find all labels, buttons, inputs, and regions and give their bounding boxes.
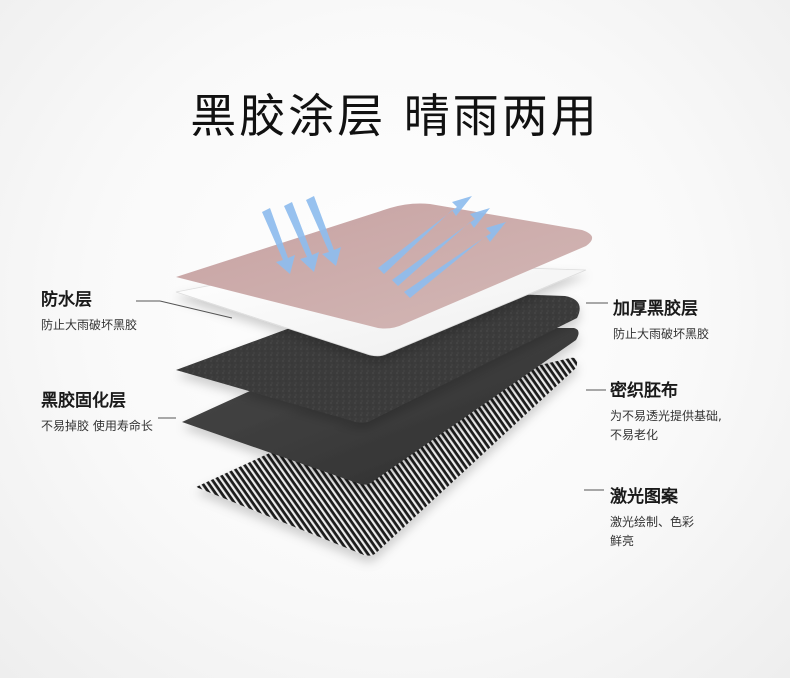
thick-black-layer bbox=[176, 290, 580, 423]
label-laser-pattern-desc-line: 激光绘制、色彩 bbox=[610, 515, 695, 529]
label-black-fix: 黑胶固化层 不易掉胶 使用寿命长 bbox=[41, 386, 153, 436]
label-thick-black-desc: 防止大雨破坏黑胶 bbox=[613, 327, 710, 341]
label-dense-fabric-desc-line: 为不易透光提供基础, bbox=[610, 409, 722, 423]
label-dense-fabric-desc: 为不易透光提供基础, 不易老化 bbox=[610, 407, 722, 445]
label-waterproof-desc: 防止大雨破坏黑胶 bbox=[41, 318, 138, 332]
label-black-fix-heading: 黑胶固化层 bbox=[41, 391, 126, 411]
label-dense-fabric-desc-line: 不易老化 bbox=[610, 428, 659, 442]
label-dense-fabric-heading: 密织胚布 bbox=[610, 381, 678, 401]
leader-lines bbox=[136, 300, 608, 491]
label-laser-pattern-heading: 激光图案 bbox=[610, 487, 678, 507]
label-laser-pattern-desc: 激光绘制、色彩 鲜亮 bbox=[610, 513, 694, 551]
rain-arrows-icon bbox=[262, 196, 341, 274]
reflect-arrows-icon bbox=[378, 196, 506, 298]
label-laser-pattern-desc-line: 鲜亮 bbox=[610, 534, 635, 548]
label-thick-black: 加厚黑胶层 防止大雨破坏黑胶 bbox=[613, 294, 709, 344]
label-thick-black-heading: 加厚黑胶层 bbox=[613, 299, 698, 319]
label-black-fix-desc: 不易掉胶 使用寿命长 bbox=[41, 419, 153, 433]
label-waterproof-heading: 防水层 bbox=[41, 290, 92, 310]
label-dense-fabric: 密织胚布 为不易透光提供基础, 不易老化 bbox=[610, 376, 722, 445]
page-title: 黑胶涂层 晴雨两用 bbox=[190, 89, 600, 143]
label-waterproof: 防水层 防止大雨破坏黑胶 bbox=[41, 285, 137, 335]
label-laser-pattern: 激光图案 激光绘制、色彩 鲜亮 bbox=[610, 482, 694, 551]
